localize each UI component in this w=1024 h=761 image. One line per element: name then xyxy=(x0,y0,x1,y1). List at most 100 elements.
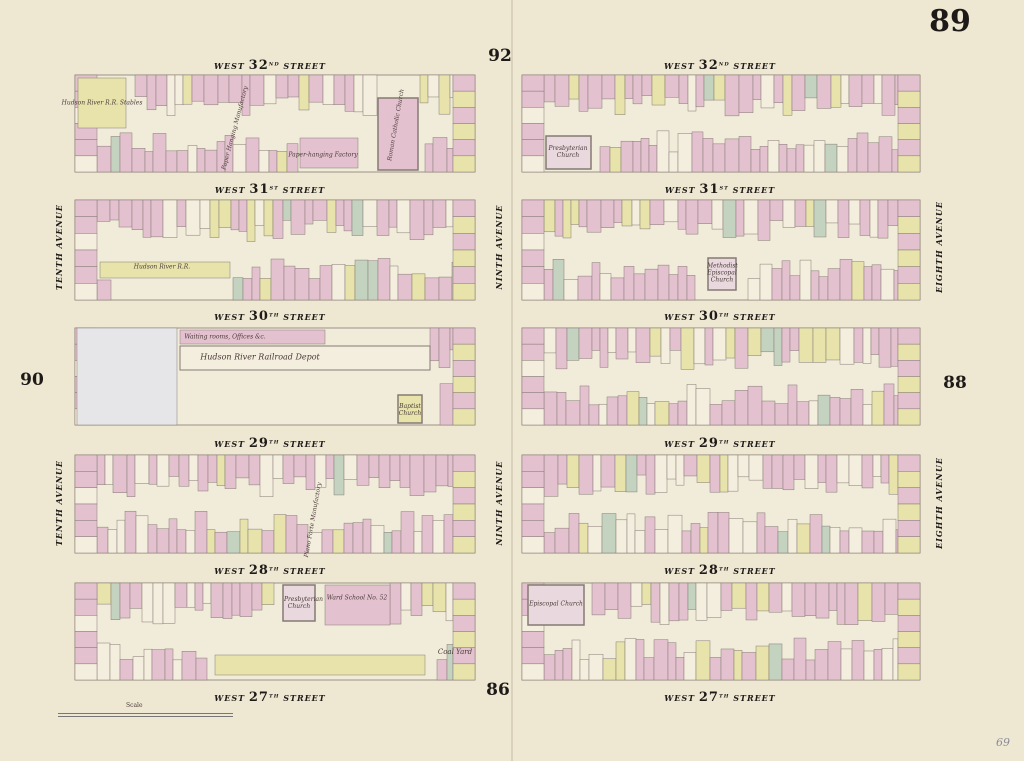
building-lot xyxy=(332,529,345,554)
tenth-avenue-label: TENTH AVENUE xyxy=(54,204,64,290)
corner-lot xyxy=(521,107,545,124)
corner-lot xyxy=(897,233,921,251)
corner-lot xyxy=(521,487,545,505)
building-lot xyxy=(805,659,816,681)
corner-lot xyxy=(452,663,476,681)
building-lot xyxy=(640,138,650,173)
building-lot xyxy=(836,454,850,484)
building-lot xyxy=(873,74,883,104)
building-lot xyxy=(579,385,590,426)
label-ward-school: Ward School No. 52 xyxy=(326,594,388,602)
building-lot xyxy=(388,199,398,228)
building-lot xyxy=(270,258,285,301)
building-lot xyxy=(697,199,713,224)
building-lot xyxy=(824,143,838,173)
building-lot xyxy=(578,74,589,112)
building-lot xyxy=(646,403,656,426)
building-lot xyxy=(566,327,580,361)
building-lot xyxy=(552,259,565,301)
building-lot xyxy=(643,657,655,681)
building-lot xyxy=(659,582,670,625)
building-lot xyxy=(654,454,668,493)
building-lot xyxy=(191,74,205,102)
building-lot xyxy=(863,266,873,301)
building-lot xyxy=(636,454,647,476)
corner-lot xyxy=(521,454,545,472)
building-lot xyxy=(294,268,310,301)
building-lot xyxy=(245,137,260,173)
building-lot xyxy=(194,511,208,554)
corner-lot xyxy=(74,216,98,234)
building-lot xyxy=(722,199,737,238)
building-lot xyxy=(817,454,827,483)
building-lot xyxy=(150,199,164,238)
building-lot xyxy=(711,199,724,230)
building-lot xyxy=(621,199,633,227)
building-lot xyxy=(825,199,839,224)
building-lot xyxy=(231,582,241,616)
building-lot xyxy=(632,74,643,105)
building-lot xyxy=(725,327,736,359)
building-lot xyxy=(709,657,722,681)
building-lot xyxy=(756,512,766,554)
corner-lot xyxy=(521,155,545,173)
building-lot xyxy=(432,137,448,173)
corner-lot xyxy=(74,233,98,251)
building-lot xyxy=(650,582,661,623)
building-lot xyxy=(131,199,144,230)
corner-lot xyxy=(897,74,921,92)
building-lot xyxy=(669,327,682,351)
building-lot xyxy=(162,582,176,624)
building-lot xyxy=(614,74,626,115)
building-lot xyxy=(648,145,658,173)
corner-lot xyxy=(452,631,476,648)
corner-lot xyxy=(897,360,921,377)
corner-lot xyxy=(521,647,545,665)
building-lot xyxy=(848,199,861,225)
corner-lot xyxy=(452,343,476,361)
depot-building xyxy=(179,345,431,371)
building-lot xyxy=(827,268,841,301)
building-lot xyxy=(210,582,224,618)
building-lot xyxy=(400,582,412,611)
building-lot xyxy=(566,454,580,488)
building-lot xyxy=(286,143,299,173)
building-lot xyxy=(272,454,284,479)
building-lot xyxy=(641,74,653,96)
building-lot xyxy=(344,74,355,112)
corner-lot xyxy=(74,487,98,505)
building-lot xyxy=(423,199,434,236)
building-lot xyxy=(696,454,711,483)
building-lot xyxy=(112,454,128,493)
building-lot xyxy=(720,648,735,681)
corner-lot xyxy=(452,283,476,301)
corner-lot xyxy=(897,199,921,217)
building-lot xyxy=(869,199,879,238)
rr-building xyxy=(99,261,231,279)
building-lot xyxy=(254,199,265,226)
building-lot xyxy=(871,390,885,426)
corner-lot xyxy=(452,471,476,488)
building-lot xyxy=(344,265,356,301)
building-lot xyxy=(634,530,646,554)
corner-lot xyxy=(452,123,476,140)
building-lot xyxy=(134,454,150,484)
building-lot xyxy=(773,327,783,366)
corner-lot xyxy=(452,487,476,505)
building-lot xyxy=(217,74,230,103)
building-lot xyxy=(601,513,617,554)
corner-lot xyxy=(897,392,921,410)
building-lot xyxy=(96,454,106,485)
building-lot xyxy=(683,652,697,681)
building-lot xyxy=(413,531,423,554)
building-lot xyxy=(686,275,696,301)
building-lot xyxy=(282,454,295,484)
building-lot xyxy=(883,383,895,426)
building-lot xyxy=(600,199,615,228)
building-lot xyxy=(871,264,882,301)
building-lot xyxy=(156,528,170,554)
building-lot xyxy=(771,268,783,301)
building-lot xyxy=(164,648,174,681)
building-lot xyxy=(424,143,434,173)
building-lot xyxy=(687,74,697,112)
